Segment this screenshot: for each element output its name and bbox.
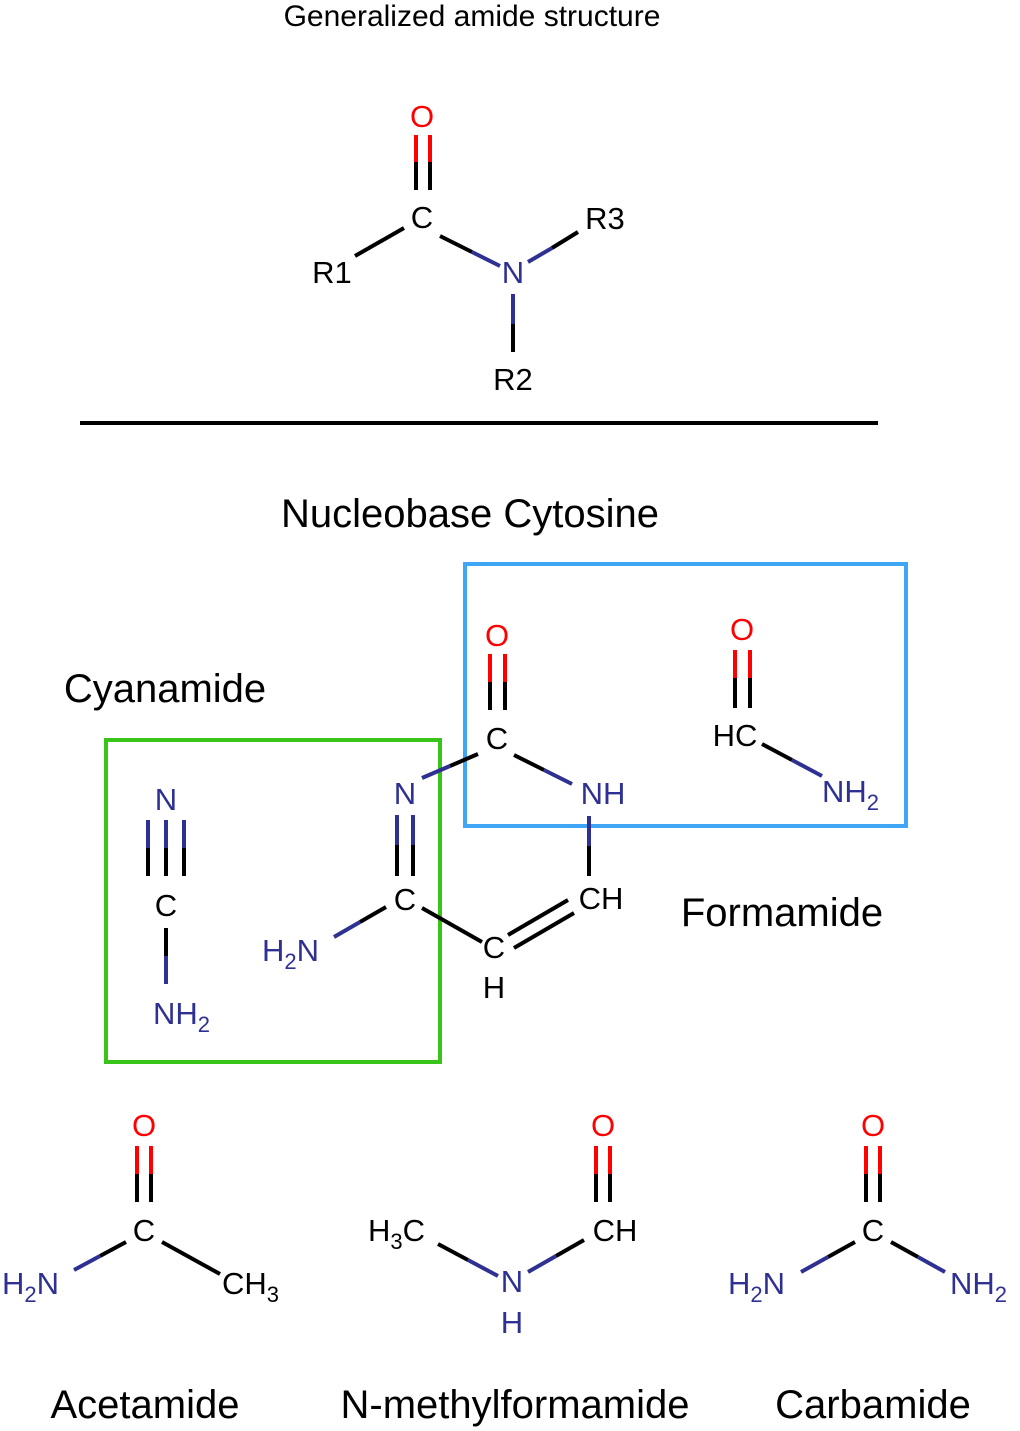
group-nh2: NH2	[950, 1266, 1007, 1307]
atom-c: C	[155, 888, 177, 923]
atom-o: O	[591, 1108, 615, 1143]
atom-o: O	[485, 618, 509, 653]
group-h2n: H2N	[2, 1266, 59, 1307]
formamide-highlight-box	[463, 562, 908, 828]
general-amide-molecule: O C R1 N R3 R2	[312, 99, 625, 397]
atom-o: O	[730, 612, 754, 647]
atom-c: C	[486, 721, 508, 756]
atom-n: N	[502, 255, 524, 290]
atom-c: C	[411, 200, 433, 235]
atom-n: N	[501, 1264, 523, 1299]
atom-c: C	[394, 882, 416, 917]
atom-h: H	[483, 970, 505, 1005]
group-ch: CH	[579, 881, 624, 916]
cytosine-title: Nucleobase Cytosine	[281, 492, 659, 536]
atom-o: O	[132, 1108, 156, 1143]
atom-n: N	[155, 782, 177, 817]
cyanamide-highlight-box	[104, 738, 442, 1064]
atom-c: C	[483, 930, 505, 965]
formamide-title: Formamide	[681, 891, 883, 935]
cyanamide-title: Cyanamide	[64, 667, 266, 711]
label-r3: R3	[585, 201, 625, 236]
acetamide-molecule: O C H2N CH3	[2, 1108, 279, 1307]
atom-h: H	[501, 1305, 523, 1340]
n-methylformamide-molecule: O CH H3C N H	[368, 1108, 637, 1340]
group-nh2: NH2	[153, 996, 210, 1037]
group-nh2: NH2	[822, 774, 879, 815]
group-nh: NH	[581, 776, 626, 811]
group-ch: CH	[593, 1213, 638, 1248]
cytosine-molecule: O C NH N C H2N C H CH	[262, 618, 625, 1005]
carbamide-molecule: O C H2N NH2	[728, 1108, 1007, 1307]
group-h2n: H2N	[262, 933, 319, 974]
group-h3c: H3C	[368, 1213, 425, 1254]
group-ch3: CH3	[222, 1266, 279, 1307]
general-title: Generalized amide structure	[284, 0, 661, 33]
group-h2n: H2N	[728, 1266, 785, 1307]
group-hc: HC	[713, 718, 758, 753]
atom-o: O	[410, 99, 434, 134]
label-r2: R2	[493, 362, 533, 397]
atom-o: O	[861, 1108, 885, 1143]
atom-c: C	[133, 1213, 155, 1248]
acetamide-title: Acetamide	[51, 1383, 240, 1427]
formamide-molecule: O HC NH2	[713, 612, 879, 815]
n-methylformamide-title: N-methylformamide	[341, 1383, 690, 1427]
carbamide-title: Carbamide	[775, 1383, 971, 1427]
label-r1: R1	[312, 255, 352, 290]
cyanamide-molecule: N C NH2	[146, 782, 210, 1037]
atom-c: C	[862, 1213, 884, 1248]
atom-n: N	[394, 776, 416, 811]
